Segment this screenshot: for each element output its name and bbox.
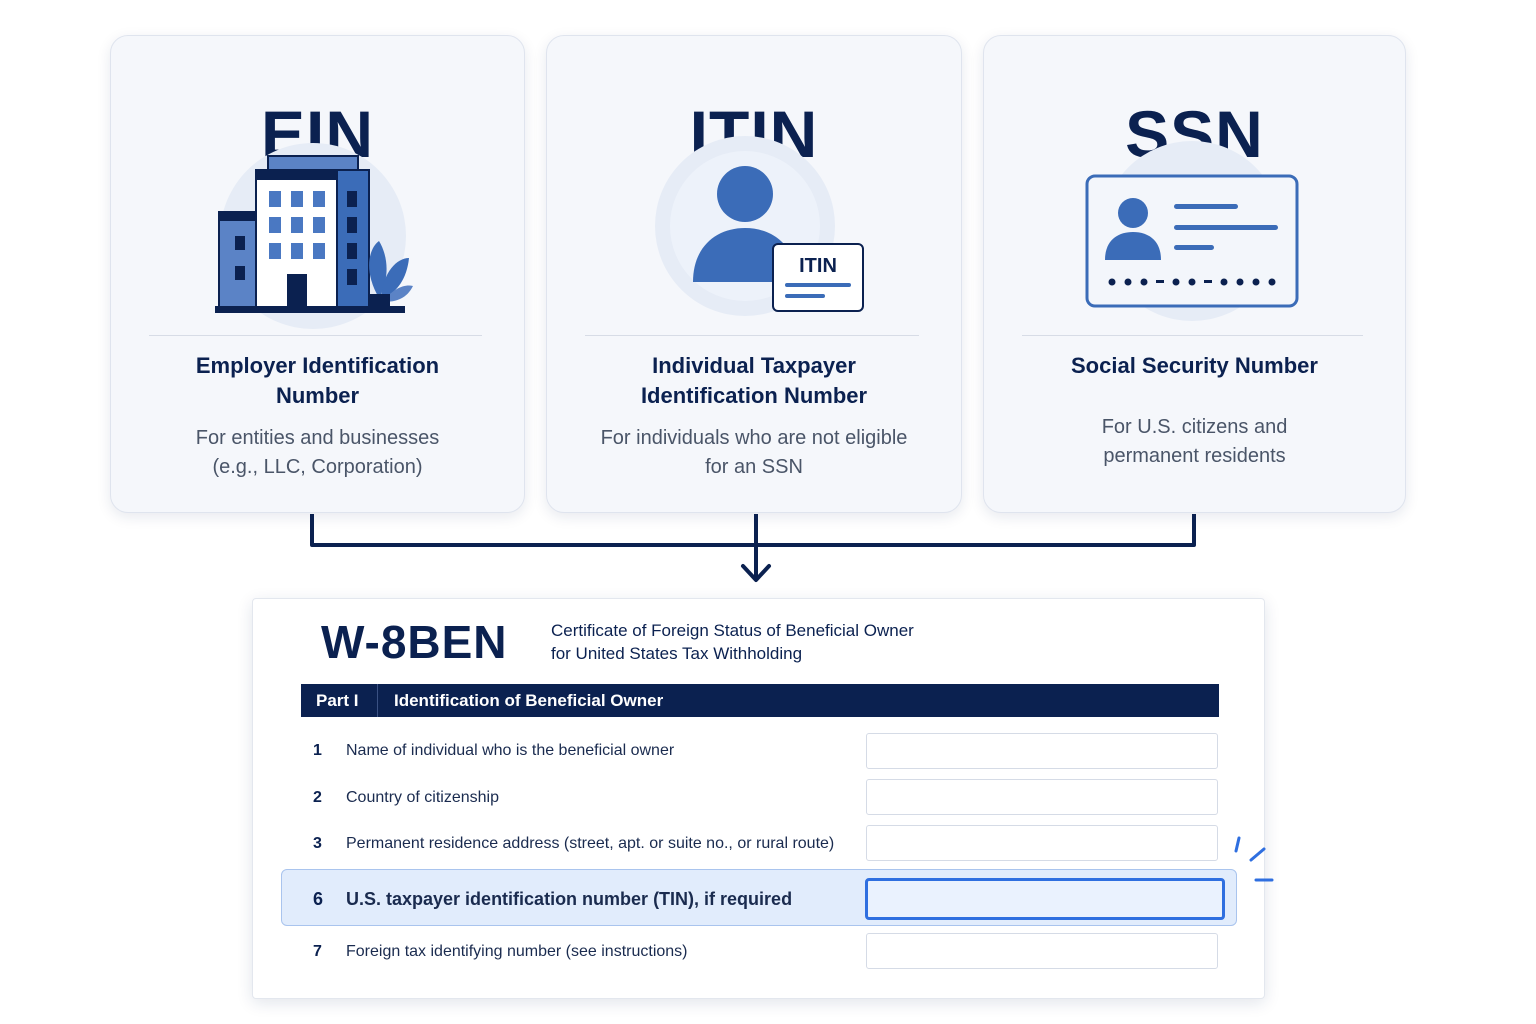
row-label-address: Permanent residence address (street, apt… (346, 835, 835, 852)
row-label-country: Country of citizenship (346, 789, 499, 806)
office-building-icon (215, 143, 413, 329)
ssn-desc-line1: For U.S. citizens and (1101, 416, 1288, 438)
form-name: W-8BEN (321, 616, 508, 668)
id-card-icon (1085, 141, 1299, 321)
part-label: Part I (316, 691, 359, 710)
ein-desc-line1: For entities and businesses (195, 427, 440, 449)
itin-divider (585, 335, 919, 336)
row-number: 7 (313, 943, 322, 960)
itin-card: ITIN ITIN Individual Taxpayer Identifica… (546, 35, 962, 513)
ein-divider (149, 335, 482, 336)
ein-title: Employer Identification Number (131, 351, 504, 411)
ein-card: EIN Employer Identification Number (110, 35, 525, 513)
itin-desc-line1: For individuals who are not eligible (600, 427, 908, 449)
row-number: 2 (313, 789, 322, 806)
ssn-desc-line2: permanent residents (1103, 445, 1286, 467)
part-header: Part I Identification of Beneficial Owne… (301, 684, 1219, 717)
connector-lines (310, 514, 1196, 582)
itin-description: For individuals who are not eligible for… (567, 424, 941, 482)
itin-desc-line2: for an SSN (705, 456, 803, 478)
row-number: 1 (313, 742, 322, 759)
tin-input[interactable] (865, 878, 1225, 920)
itin-badge-text: ITIN (799, 255, 837, 277)
ssn-description: For U.S. citizens and permanent resident… (1004, 413, 1385, 471)
ein-desc-line2: (e.g., LLC, Corporation) (212, 456, 423, 478)
form-subtitle-line2: for United States Tax Withholding (551, 644, 803, 663)
ssn-title-line1: Social Security Number (1071, 353, 1318, 378)
row-label-tin: U.S. taxpayer identification number (TIN… (346, 889, 793, 909)
ssn-card: SSN Social Security Number For U.S. citi… (983, 35, 1406, 513)
itin-title-line2: Identification Number (640, 383, 868, 408)
foreign-tin-input[interactable] (866, 933, 1218, 969)
part-title: Identification of Beneficial Owner (394, 691, 664, 710)
ein-title-line2: Number (275, 383, 360, 408)
itin-title: Individual Taxpayer Identification Numbe… (567, 351, 941, 411)
person-with-itin-badge-icon: ITIN (655, 136, 864, 316)
row-number: 3 (313, 835, 322, 852)
w8ben-form: W-8BEN Certificate of Foreign Status of … (252, 598, 1265, 999)
name-input[interactable] (866, 733, 1218, 769)
itin-title-line1: Individual Taxpayer (652, 353, 856, 378)
part-separator (377, 684, 378, 717)
ssn-title: Social Security Number (1004, 351, 1385, 381)
form-subtitle-line1: Certificate of Foreign Status of Benefic… (551, 621, 914, 640)
row-label-name: Name of individual who is the beneficial… (346, 742, 675, 759)
ein-description: For entities and businesses (e.g., LLC, … (131, 424, 504, 482)
ein-title-line1: Employer Identification (195, 353, 440, 378)
country-input[interactable] (866, 779, 1218, 815)
row-number: 6 (313, 889, 324, 909)
ssn-divider (1022, 335, 1363, 336)
row-label-foreign-tin: Foreign tax identifying number (see inst… (346, 943, 688, 960)
address-input[interactable] (866, 825, 1218, 861)
